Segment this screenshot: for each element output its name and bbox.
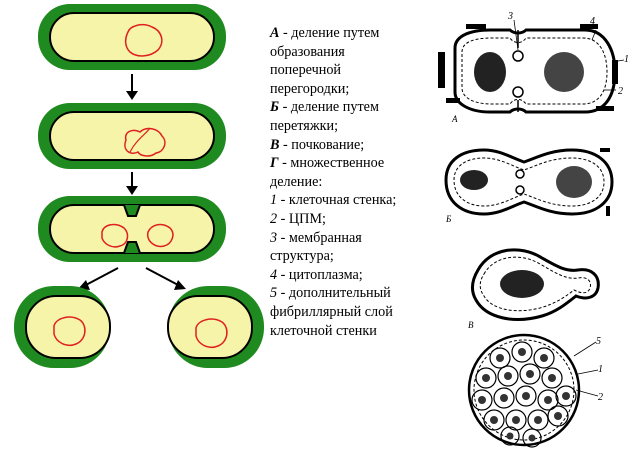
figure-label-b: Б (445, 214, 452, 224)
legend-text: - мембранная (277, 229, 362, 246)
legend-number: 2 (270, 210, 278, 227)
legend-text: - почкование; (279, 136, 365, 153)
division-schematics: 3 4 1 2 А Б В (438, 11, 629, 448)
legend-text: - клеточная стенка; (277, 192, 397, 209)
part-number-1: 1 (624, 54, 629, 65)
legend-line: А - деление путем (270, 24, 420, 43)
nucleoid (101, 223, 129, 248)
arrow-down-icon (126, 172, 138, 195)
legend-line: перетяжки; (270, 117, 420, 136)
nucleoid (124, 24, 163, 57)
legend-text: поперечной (270, 62, 342, 79)
figure-label-a: А (451, 114, 458, 124)
part-number-5: 5 (596, 336, 601, 347)
part-number-2-d: 2 (598, 392, 603, 403)
arrow-split-right-icon (145, 267, 186, 290)
nucleoid (53, 316, 86, 346)
legend-text: клеточной стенки (270, 322, 377, 339)
cell-stage-1 (38, 4, 226, 70)
legend-line: Г - множественное (270, 154, 420, 173)
daughter-cell-right (167, 286, 264, 368)
part-number-1-d: 1 (598, 364, 603, 375)
legend-line: образования (270, 43, 420, 62)
legend-number: 1 (270, 192, 278, 209)
legend-line: клеточной стенки (270, 322, 420, 341)
legend-text: - множественное (278, 155, 385, 172)
legend-text: образования (270, 43, 345, 60)
cell-stage-2 (38, 103, 226, 169)
legend-number: 5 (270, 285, 278, 302)
legend-line: перегородки; (270, 80, 420, 99)
daughter-cell-left (14, 286, 111, 368)
nucleoid (147, 223, 174, 248)
nucleoid (124, 127, 166, 157)
daughter-cells-cluster (471, 341, 577, 448)
legend-text: деление: (270, 173, 323, 190)
legend-key: Б (270, 99, 280, 116)
legend-line: Б - деление путем (270, 98, 420, 117)
legend-number: 3 (270, 229, 278, 246)
schematic-a-septum-division: 3 4 1 2 А (438, 11, 629, 124)
legend-line: 5 - дополнительный (270, 284, 420, 303)
legend-text: перетяжки; (270, 117, 339, 134)
legend-line: 2 - ЦПМ; (270, 210, 420, 229)
legend-text: структура; (270, 248, 334, 265)
schematic-b-constriction-division: Б (444, 148, 614, 224)
legend-text: перегородки; (270, 80, 350, 97)
legend-line: деление: (270, 173, 420, 192)
legend-text: - деление путем (279, 25, 380, 41)
legend-text: - ЦПМ; (277, 210, 326, 227)
schematic-d-multiple-division: 5 1 2 (467, 333, 603, 448)
figure-label-c: В (468, 320, 474, 330)
legend-key: В (270, 136, 280, 153)
legend-line: 4 - цитоплазма; (270, 266, 420, 285)
part-number-4: 4 (590, 16, 595, 27)
part-number-3: 3 (507, 11, 513, 22)
legend-line: В - почкование; (270, 136, 420, 155)
legend-line: 3 - мембранная (270, 229, 420, 248)
schematic-c-budding: В (468, 248, 600, 330)
legend-line: структура; (270, 247, 420, 266)
septum (123, 204, 141, 217)
legend-text: - дополнительный (277, 285, 391, 302)
arrow-split-left-icon (78, 267, 119, 290)
legend-text: - деление путем (279, 99, 379, 116)
legend-key: Г (270, 155, 279, 172)
legend-text: фибриллярный слой (270, 303, 393, 320)
cell-stage-3-septum (38, 196, 226, 262)
legend-number: 4 (270, 266, 278, 283)
arrow-down-icon (126, 74, 138, 100)
nucleoid (195, 318, 228, 348)
legend-line: поперечной (270, 61, 420, 80)
legend-line: фибриллярный слой (270, 303, 420, 322)
legend-line: 1 - клеточная стенка; (270, 191, 420, 210)
septum (123, 241, 141, 254)
legend-key: А (270, 25, 280, 41)
part-number-2: 2 (618, 86, 623, 97)
daughter-nucleoids (478, 348, 570, 442)
legend-text: - цитоплазма; (277, 266, 363, 283)
binary-fission-sequence (14, 4, 264, 368)
